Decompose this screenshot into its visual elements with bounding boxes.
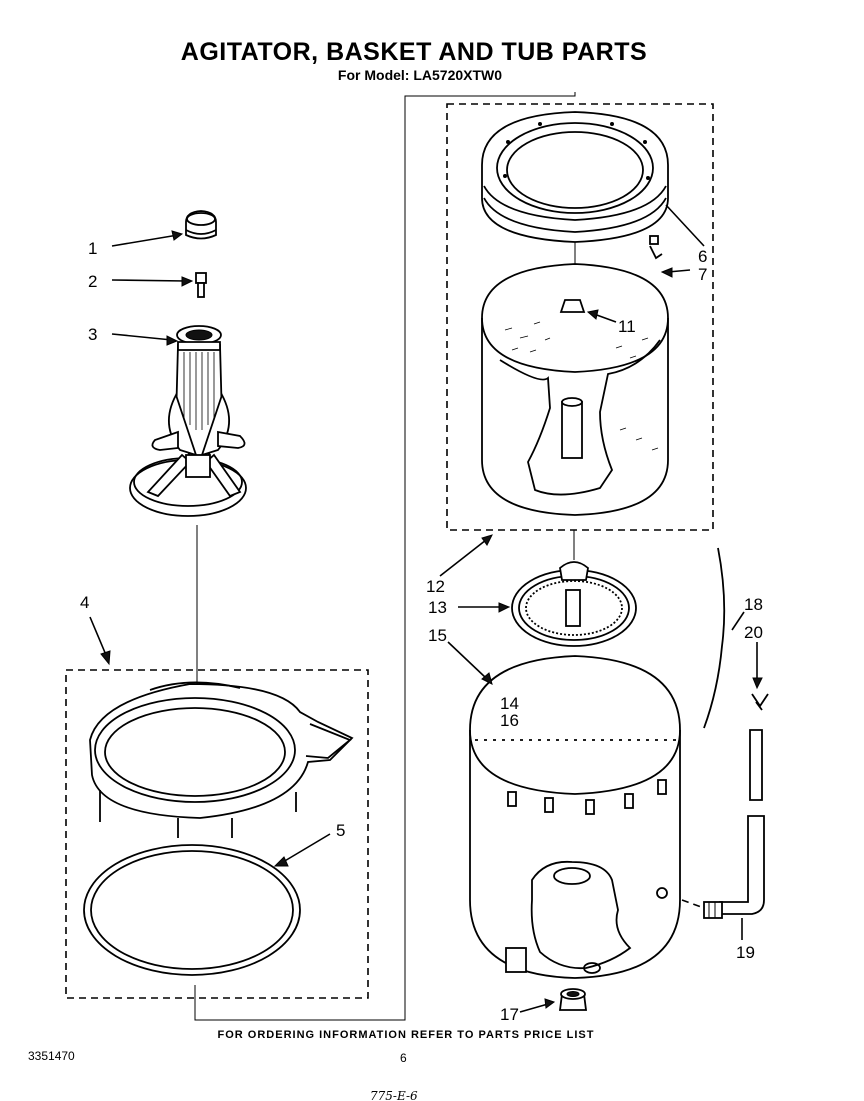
callout-4: 4	[80, 593, 89, 612]
tub-ring-gasket	[83, 844, 301, 976]
page-title: AGITATOR, BASKET AND TUB PARTS	[181, 38, 647, 66]
hose-strip	[703, 547, 726, 729]
callout-7: 7	[698, 265, 707, 284]
callout-5: 5	[336, 821, 345, 840]
ordering-note: FOR ORDERING INFORMATION REFER TO PARTS …	[218, 1029, 595, 1041]
agitator	[129, 325, 247, 517]
document-number: 3351470	[28, 1049, 75, 1063]
callout-14: 14	[500, 694, 519, 713]
wash-basket	[481, 263, 669, 516]
page-number: 6	[400, 1051, 407, 1065]
basket-group-box	[446, 103, 714, 531]
callout-1: 1	[88, 239, 97, 258]
callout-11: 11	[618, 317, 636, 336]
callout-20: 20	[744, 623, 763, 642]
callout-6: 6	[698, 247, 707, 266]
callout-17: 17	[500, 1005, 519, 1024]
callout-16: 16	[500, 711, 519, 730]
assembly-centerline	[194, 92, 576, 1021]
agitator-cap	[185, 210, 217, 240]
callout-12: 12	[426, 577, 445, 596]
tub-seal-plate	[511, 561, 637, 647]
callout-2: 2	[88, 272, 97, 291]
hose-clamp	[751, 693, 769, 711]
drain-hose	[703, 729, 765, 919]
outer-tub	[469, 655, 681, 979]
callout-15: 15	[428, 626, 447, 645]
callout-3: 3	[88, 325, 97, 344]
tub-ring-group-box	[65, 669, 369, 999]
model-subtitle: For Model: LA5720XTW0	[338, 67, 502, 83]
tub-ring	[89, 681, 354, 838]
agitator-bolt	[195, 272, 207, 298]
balance-ring-nut	[649, 235, 663, 260]
callout-13: 13	[428, 598, 447, 617]
balance-ring	[481, 111, 669, 243]
callout-19: 19	[736, 943, 755, 962]
tub-drain-fitting	[558, 988, 588, 1011]
handwritten-note: 775-E-6	[370, 1089, 418, 1101]
callout-18: 18	[744, 595, 763, 614]
